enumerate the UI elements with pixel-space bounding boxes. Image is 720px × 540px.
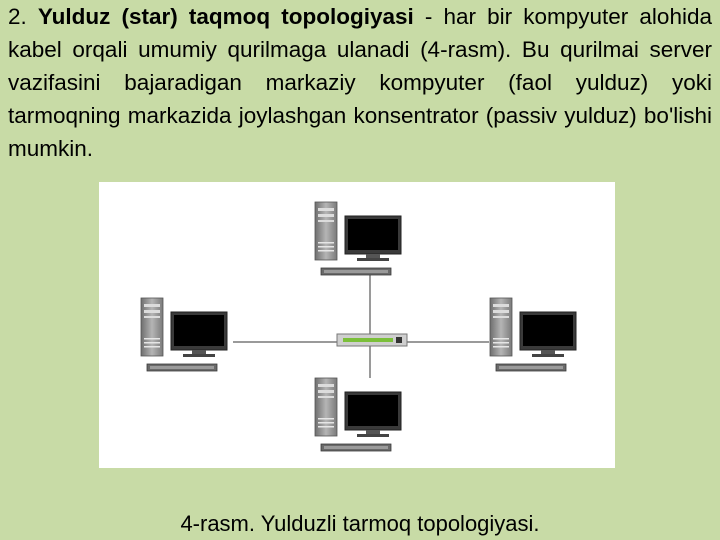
computer-icon-left (140, 297, 228, 372)
paragraph-bold-title: Yulduz (star) taqmoq topologiyasi (37, 4, 414, 29)
paragraph-number: 2. (8, 4, 27, 29)
paragraph-body: - har bir kompyuter alohida kabel orqali… (8, 4, 712, 161)
computer-icon-right (489, 297, 577, 372)
star-topology-diagram (140, 201, 577, 452)
computer-icon-bottom (314, 377, 402, 452)
figure-caption: 4-rasm. Yulduzli tarmoq topologiyasi. (180, 511, 540, 536)
computer-icon-top (314, 201, 402, 276)
topology-paragraph: 2. Yulduz (star) taqmoq topologiyasi - h… (8, 0, 712, 165)
star-topology-figure (99, 182, 615, 468)
hub-icon (336, 333, 408, 347)
